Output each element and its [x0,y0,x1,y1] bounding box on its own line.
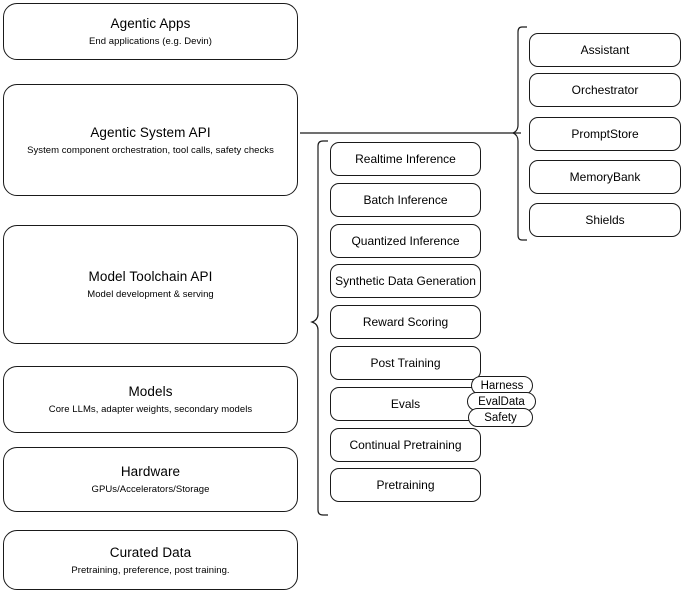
brace-toolchain-components [310,140,328,516]
layer-models[interactable]: Models Core LLMs, adapter weights, secon… [3,366,298,433]
chip-label: Pretraining [376,477,435,492]
system-component-promptstore[interactable]: PromptStore [529,117,681,151]
toolchain-component-realtime-inference[interactable]: Realtime Inference [330,142,481,176]
chip-label: Assistant [580,42,630,57]
chip-label: Quantized Inference [351,233,460,248]
layer-subtitle: Pretraining, preference, post training. [71,564,230,576]
layer-hardware[interactable]: Hardware GPUs/Accelerators/Storage [3,447,298,512]
layer-title: Agentic Apps [110,16,191,31]
layer-subtitle: Core LLMs, adapter weights, secondary mo… [48,404,253,415]
layer-model-toolchain-api[interactable]: Model Toolchain API Model development & … [3,225,298,344]
layer-title: Model Toolchain API [88,269,213,284]
layer-subtitle: End applications (e.g. Devin) [89,36,212,47]
chip-label: Synthetic Data Generation [335,273,476,288]
system-component-memorybank[interactable]: MemoryBank [529,160,681,194]
toolchain-component-quantized-inference[interactable]: Quantized Inference [330,224,481,258]
layer-title: Curated Data [109,544,192,560]
chip-label: Evals [390,396,421,411]
toolchain-component-batch-inference[interactable]: Batch Inference [330,183,481,217]
layer-title: Hardware [120,464,181,479]
system-component-orchestrator[interactable]: Orchestrator [529,73,681,107]
chip-label: Batch Inference [363,192,448,207]
layer-subtitle: GPUs/Accelerators/Storage [91,484,210,495]
chip-label: PromptStore [571,126,639,141]
chip-label: Shields [585,212,625,227]
evals-subcomponent-safety[interactable]: Safety [468,408,533,427]
toolchain-component-synthetic-data-generation[interactable]: Synthetic Data Generation [330,264,481,298]
toolchain-component-post-training[interactable]: Post Training [330,346,481,380]
layer-agentic-apps[interactable]: Agentic Apps End applications (e.g. Devi… [3,3,298,60]
chip-label: Post Training [370,355,441,370]
toolchain-component-reward-scoring[interactable]: Reward Scoring [330,305,481,339]
chip-label: Reward Scoring [362,314,449,329]
layer-title: Models [128,384,173,399]
chip-label: Continual Pretraining [349,437,462,452]
chip-label: Realtime Inference [355,151,456,166]
toolchain-component-pretraining[interactable]: Pretraining [330,468,481,502]
pill-label: Harness [480,379,524,392]
pill-label: Safety [484,411,517,424]
layer-title: Agentic System API [90,124,211,140]
system-component-shields[interactable]: Shields [529,203,681,237]
toolchain-component-continual-pretraining[interactable]: Continual Pretraining [330,428,481,462]
layer-subtitle: System component orchestration, tool cal… [27,144,274,156]
brace-system-components [511,26,527,241]
chip-label: MemoryBank [569,169,641,184]
pill-label: EvalData [478,395,525,408]
system-component-assistant[interactable]: Assistant [529,33,681,67]
layer-subtitle: Model development & serving [87,289,214,300]
layer-agentic-system-api[interactable]: Agentic System API System component orch… [3,84,298,196]
layer-curated-data[interactable]: Curated Data Pretraining, preference, po… [3,530,298,590]
toolchain-component-evals[interactable]: Evals [330,387,481,421]
chip-label: Orchestrator [571,82,639,97]
